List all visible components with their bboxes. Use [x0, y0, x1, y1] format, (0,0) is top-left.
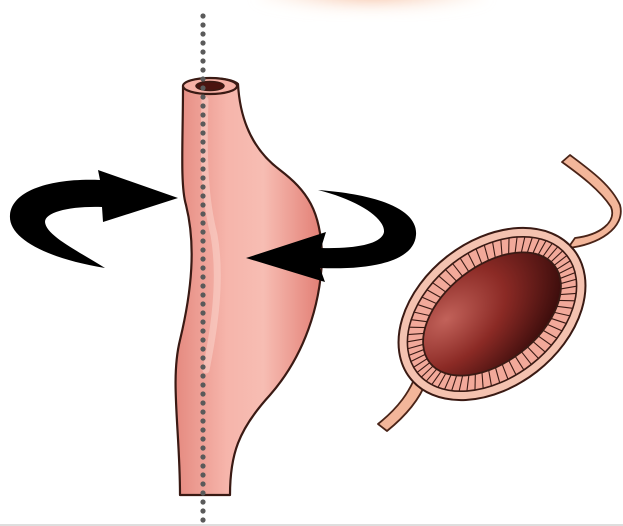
- top-blob: [257, 0, 487, 18]
- axis-dot: [200, 211, 205, 216]
- axis-dot: [200, 40, 205, 45]
- axis-dot: [200, 103, 205, 108]
- axis-dot: [200, 256, 205, 261]
- axis-dot: [200, 265, 205, 270]
- axis-dot: [200, 382, 205, 387]
- axis-dot: [200, 49, 205, 54]
- axis-dot: [200, 238, 205, 243]
- axis-dot: [200, 283, 205, 288]
- axis-dot: [200, 166, 205, 171]
- axis-dot: [200, 508, 205, 513]
- tubular-organ: [176, 78, 322, 495]
- axis-dot: [200, 193, 205, 198]
- axis-dot: [200, 346, 205, 351]
- axis-dot: [200, 13, 205, 18]
- axis-dot: [200, 112, 205, 117]
- axis-dot: [200, 373, 205, 378]
- axis-dot: [200, 328, 205, 333]
- axis-dot: [200, 202, 205, 207]
- axis-dot: [200, 427, 205, 432]
- rotation-axis: [200, 13, 205, 522]
- axis-dot: [200, 157, 205, 162]
- axis-dot: [200, 490, 205, 495]
- axis-dot: [200, 364, 205, 369]
- axis-dot: [200, 130, 205, 135]
- axis-dot: [200, 58, 205, 63]
- axis-dot: [200, 481, 205, 486]
- axis-dot: [200, 148, 205, 153]
- axis-dot: [200, 67, 205, 72]
- axis-dot: [200, 31, 205, 36]
- axis-dot: [200, 436, 205, 441]
- axis-dot: [200, 292, 205, 297]
- upper-stalk: [562, 155, 621, 248]
- axis-dot: [200, 454, 205, 459]
- axis-dot: [200, 301, 205, 306]
- axis-dot: [200, 310, 205, 315]
- axis-dot: [200, 445, 205, 450]
- axis-dot: [200, 409, 205, 414]
- axis-dot: [200, 22, 205, 27]
- axis-dot: [200, 463, 205, 468]
- rotation-arrow-left: [10, 170, 178, 268]
- tube-body: [176, 78, 322, 495]
- axis-dot: [200, 76, 205, 81]
- axis-dot: [200, 94, 205, 99]
- axis-dot: [200, 139, 205, 144]
- axis-dot: [200, 175, 205, 180]
- axis-dot: [200, 85, 205, 90]
- arrow-left-body: [10, 170, 178, 268]
- axis-dot: [200, 247, 205, 252]
- axis-dot: [200, 319, 205, 324]
- axis-dot: [200, 472, 205, 477]
- axis-dot: [200, 517, 205, 522]
- axis-dot: [200, 499, 205, 504]
- axis-dot: [200, 121, 205, 126]
- axis-dot: [200, 418, 205, 423]
- axis-dot: [200, 337, 205, 342]
- cross-section: [365, 155, 621, 436]
- axis-dot: [200, 355, 205, 360]
- axis-dot: [200, 274, 205, 279]
- axis-dot: [200, 184, 205, 189]
- axis-dot: [200, 220, 205, 225]
- axis-dot: [200, 391, 205, 396]
- axis-dot: [200, 400, 205, 405]
- axis-dot: [200, 229, 205, 234]
